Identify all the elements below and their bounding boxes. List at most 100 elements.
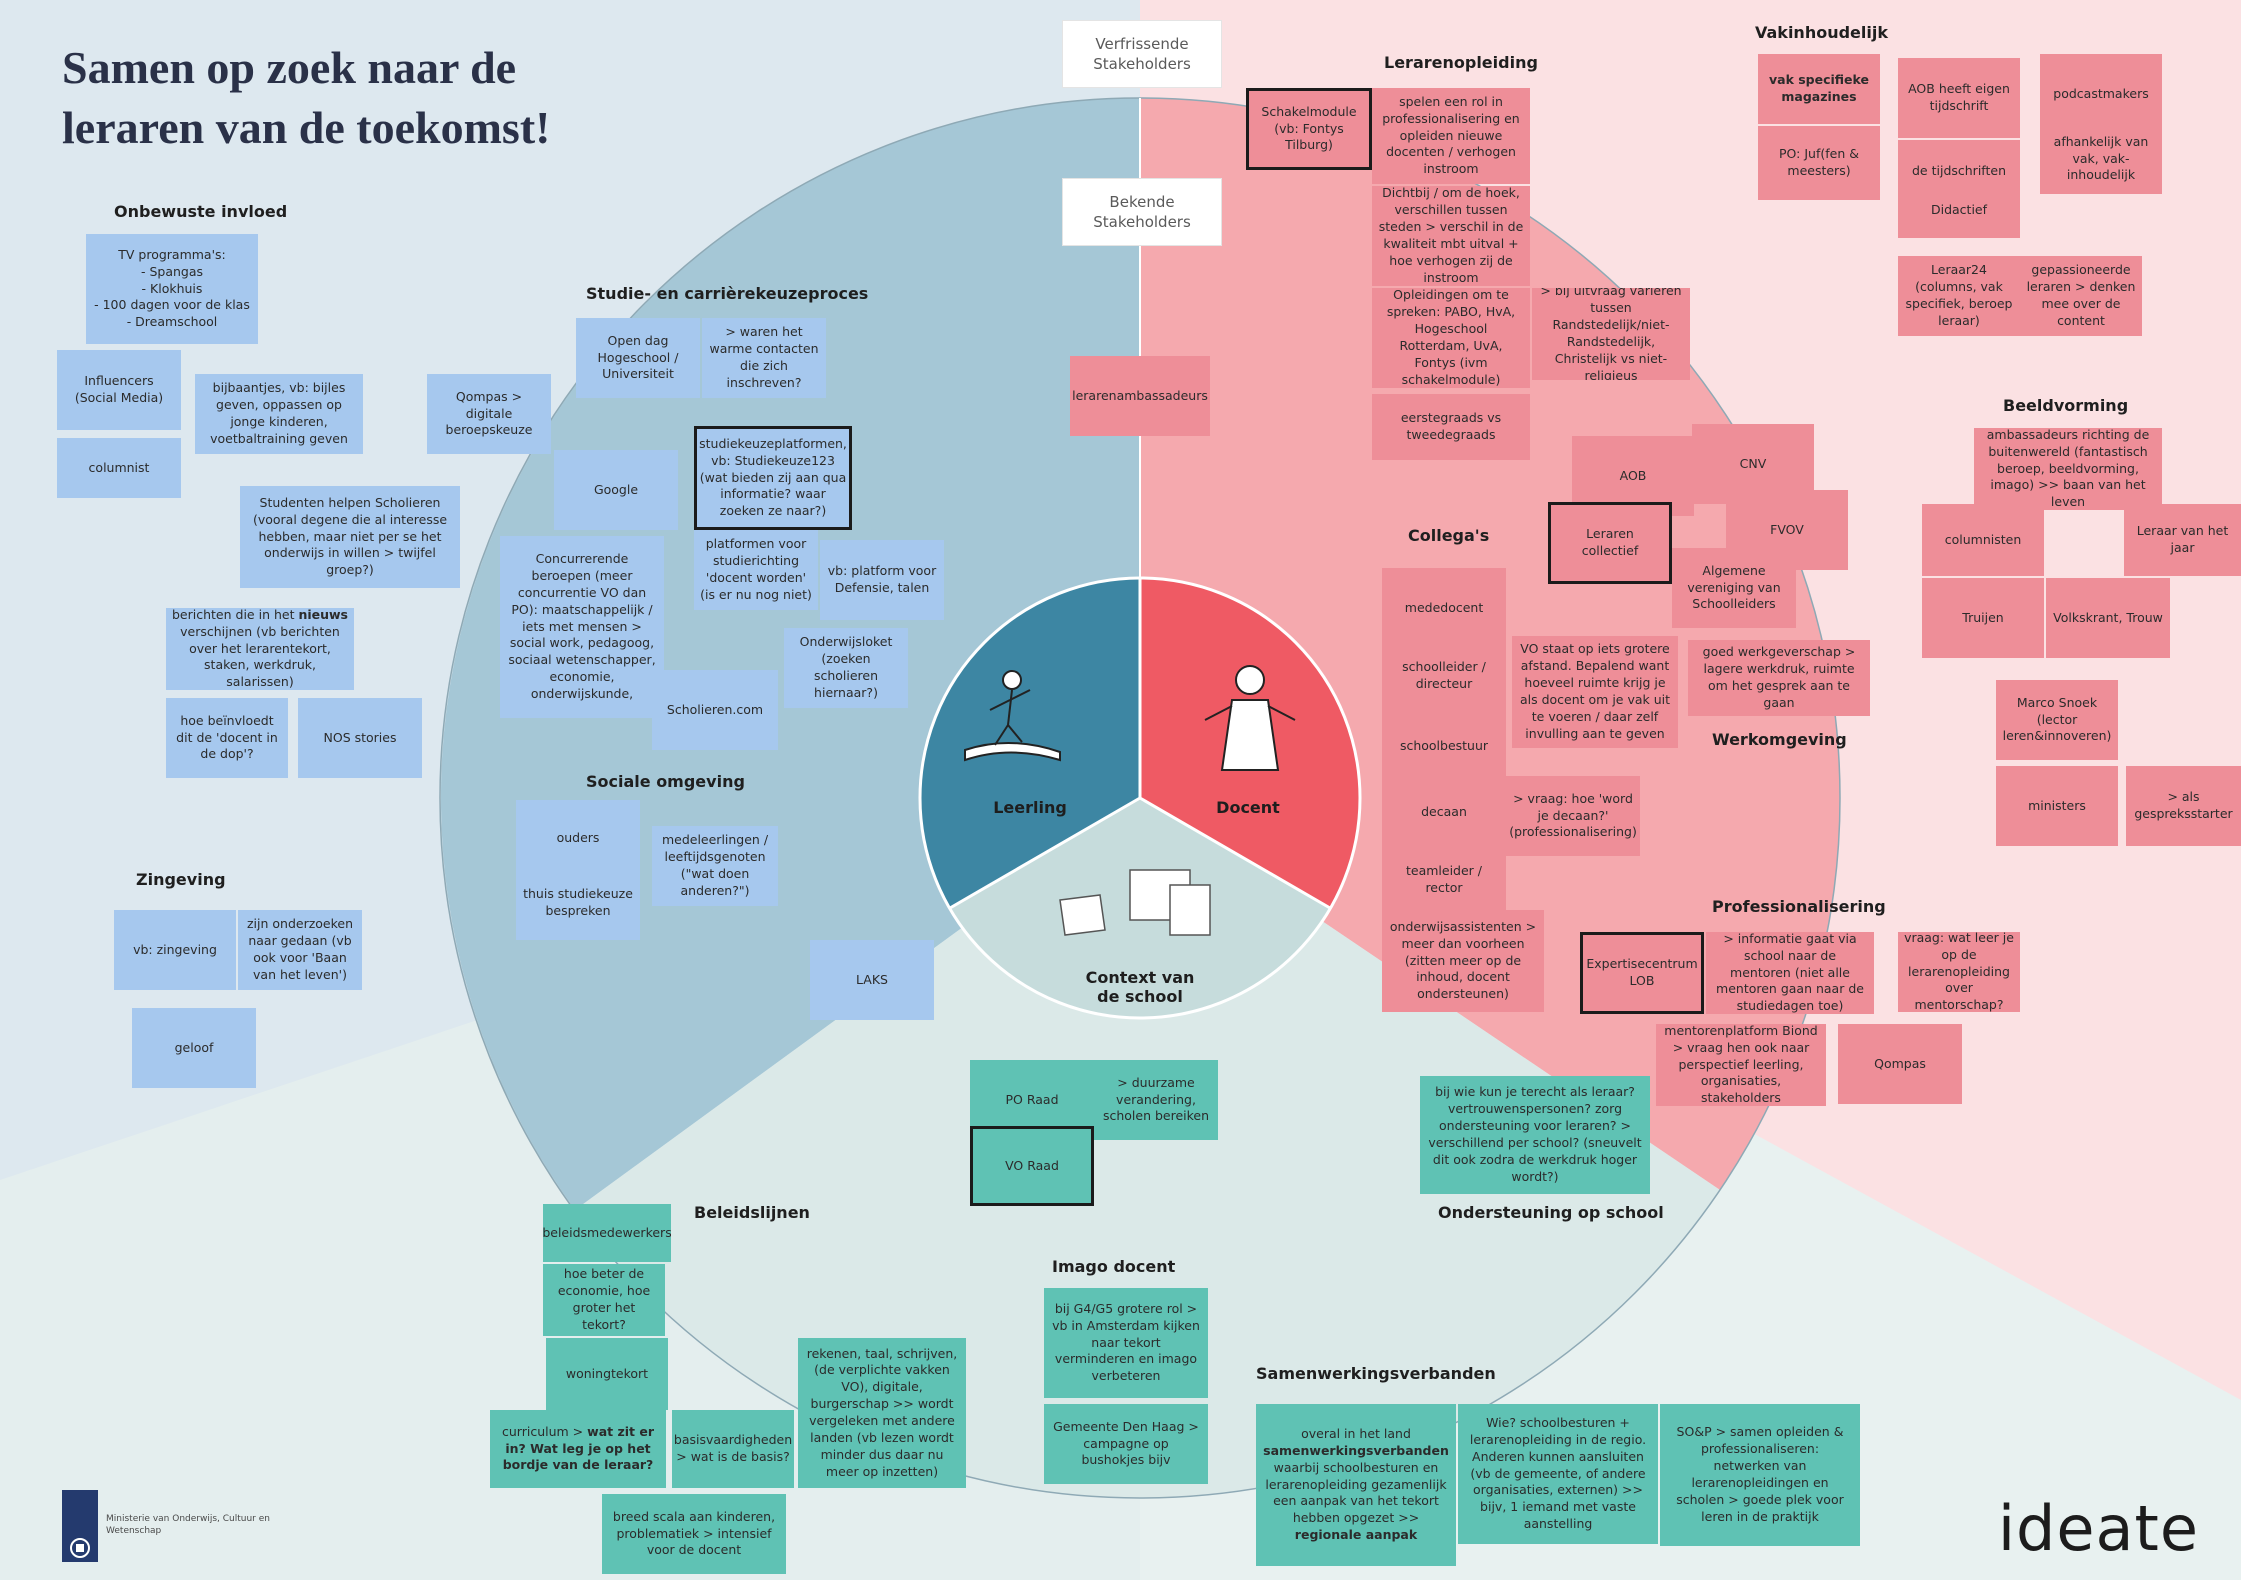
note-podcastmakers[interactable]: podcastmakers xyxy=(2040,54,2162,134)
note-afhankelijk-vak[interactable]: afhankelijk van vak, vak-inhoudelijk xyxy=(2040,124,2162,194)
section-zingeving: Zingeving xyxy=(136,870,226,889)
note-overal-bold2: regionale aanpak xyxy=(1294,1527,1418,1543)
note-schoolleider[interactable]: schoolleider / directeur xyxy=(1382,636,1506,716)
note-truijen[interactable]: Truijen xyxy=(1922,578,2044,658)
note-eerstegraads[interactable]: eerstegraads vs tweedegraads xyxy=(1372,394,1530,460)
student-illustration xyxy=(964,670,1061,762)
note-basisvaardigheden[interactable]: basisvaardigheden > wat is de basis? xyxy=(672,1410,794,1488)
note-wie-schoolbesturen[interactable]: Wie? schoolbesturen + lerarenopleiding i… xyxy=(1458,1404,1658,1544)
note-mentorenplatform-biond[interactable]: mentorenplatform Biond > vraag hen ook n… xyxy=(1656,1024,1826,1106)
note-volkskrant-trouw[interactable]: Volkskrant, Trouw xyxy=(2046,578,2170,658)
note-bijbaantjes[interactable]: bijbaantjes, vb: bijles geven, oppassen … xyxy=(195,374,363,454)
note-qompas-digitale[interactable]: Qompas > digitale beroepskeuze xyxy=(427,374,551,454)
note-thuis-studiekeuze[interactable]: thuis studiekeuze bespreken xyxy=(516,866,640,940)
note-beleidsmedewerkers[interactable]: beleidsmedewerkers xyxy=(543,1204,671,1262)
note-overal-pre: overal in het land xyxy=(1301,1425,1411,1441)
note-scholieren-com[interactable]: Scholieren.com xyxy=(652,670,778,750)
note-qompas[interactable]: Qompas xyxy=(1838,1024,1962,1104)
note-uitvraag-varieren[interactable]: > bij uitvraag varieren tussen Randstede… xyxy=(1532,288,1690,380)
section-beleidslijnen: Beleidslijnen xyxy=(694,1203,810,1222)
note-rekenen-taal[interactable]: rekenen, taal, schrijven, (de verplichte… xyxy=(798,1338,966,1488)
note-aob-tijdschrift[interactable]: AOB heeft eigen tijdschrift xyxy=(1898,58,2020,138)
section-beeldvorming: Beeldvorming xyxy=(2003,396,2129,415)
note-gespreksstarter[interactable]: > als gespreksstarter xyxy=(2126,766,2241,846)
note-studenten-helpen[interactable]: Studenten helpen Scholieren (vooral dege… xyxy=(240,486,460,588)
note-expertisecentrum-lob[interactable]: Expertisecentrum LOB xyxy=(1580,932,1704,1014)
note-platformen-docent[interactable]: platformen voor studierichting 'docent w… xyxy=(694,530,818,610)
note-overal-bold1: samenwerkingsverbanden xyxy=(1263,1442,1449,1458)
note-marco-snoek[interactable]: Marco Snoek (lector leren&innoveren) xyxy=(1996,680,2118,760)
note-leraren-collectief[interactable]: Leraren collectief xyxy=(1548,502,1672,584)
section-onbewuste-invloed: Onbewuste invloed xyxy=(114,202,288,221)
note-vraag-decaan[interactable]: > vraag: hoe 'word je decaan?' (professi… xyxy=(1506,776,1640,856)
note-algemene-vereniging[interactable]: Algemene vereniging van Schoolleiders xyxy=(1672,548,1796,628)
note-leraar-van-het-jaar[interactable]: Leraar van het jaar xyxy=(2124,504,2241,576)
note-curriculum[interactable]: curriculum > wat zit er in? Wat leg je o… xyxy=(490,1410,666,1488)
note-vo-raad[interactable]: VO Raad xyxy=(970,1126,1094,1206)
note-nos-stories[interactable]: NOS stories xyxy=(298,698,422,778)
note-didactief[interactable]: Didactief xyxy=(1898,182,2020,238)
note-studiekeuzeplatformen[interactable]: studiekeuzeplatformen, vb: Studiekeuze12… xyxy=(694,426,852,530)
core-label-docent: Docent xyxy=(1216,798,1280,817)
core-label-context: Context van de school xyxy=(1085,968,1195,1006)
note-gemeente-den-haag[interactable]: Gemeente Den Haag > campagne op bushokje… xyxy=(1044,1404,1208,1484)
note-bij-wie-terecht[interactable]: bij wie kun je terecht als leraar? vertr… xyxy=(1420,1076,1650,1194)
note-platform-defensie[interactable]: vb: platform voor Defensie, talen xyxy=(820,540,944,620)
note-google[interactable]: Google xyxy=(554,450,678,530)
section-studie-keuze: Studie- en carrièrekeuzeproces xyxy=(586,284,869,303)
note-influencers[interactable]: Influencers (Social Media) xyxy=(57,350,181,430)
note-open-dag[interactable]: Open dag Hogeschool / Universiteit xyxy=(576,318,700,398)
note-concurrerende-beroepen[interactable]: Concurrerende beroepen (meer concurrenti… xyxy=(500,536,664,718)
note-ministers[interactable]: ministers xyxy=(1996,766,2118,846)
note-tv-programmas[interactable]: TV programma's: - Spangas - Klokhuis - 1… xyxy=(86,234,258,344)
school-context-illustration xyxy=(1059,869,1211,936)
note-breed-scala[interactable]: breed scala aan kinderen, problematiek >… xyxy=(602,1494,786,1574)
note-curriculum-pre: curriculum > xyxy=(502,1423,588,1439)
note-zijn-onderzoeken[interactable]: zijn onderzoeken naar gedaan (vb ook voo… xyxy=(238,910,362,990)
note-mededocent[interactable]: mededocent xyxy=(1382,568,1506,648)
note-laks[interactable]: LAKS xyxy=(810,940,934,1020)
section-imago-docent: Imago docent xyxy=(1052,1257,1176,1276)
note-overal-in-het-land[interactable]: overal in het land samenwerkingsverbande… xyxy=(1256,1404,1456,1566)
note-berichten-nieuws[interactable]: berichten die in het nieuws verschijnen … xyxy=(166,608,354,690)
note-vo-staat[interactable]: VO staat op iets grotere afstand. Bepale… xyxy=(1512,636,1678,748)
note-columnisten[interactable]: columnisten xyxy=(1922,504,2044,576)
note-gepassioneerde[interactable]: gepassioneerde leraren > denken mee over… xyxy=(2020,256,2142,336)
note-soap[interactable]: SO&P > samen opleiden & professionaliser… xyxy=(1660,1404,1860,1546)
note-vraag-mentorschap[interactable]: vraag: wat leer je op de lerarenopleidin… xyxy=(1898,932,2020,1012)
note-vb-zingeving[interactable]: vb: zingeving xyxy=(114,910,236,990)
note-duurzame-verandering[interactable]: > duurzame verandering, scholen bereiken xyxy=(1094,1060,1218,1140)
note-onderwijsloket[interactable]: Onderwijsloket (zoeken scholieren hierna… xyxy=(784,628,908,708)
core-label-leerling: Leerling xyxy=(993,798,1067,817)
section-vakinhoudelijk: Vakinhoudelijk xyxy=(1755,23,1888,42)
section-professionalisering: Professionalisering xyxy=(1712,897,1886,916)
note-warme-contacten[interactable]: > waren het warme contacten die zich ins… xyxy=(702,318,826,398)
note-dichtbij[interactable]: Dichtbij / om de hoek, verschillen tusse… xyxy=(1372,186,1530,286)
note-hoe-beinvloedt[interactable]: hoe beïnvloedt dit de 'docent in de dop'… xyxy=(166,698,288,778)
note-berichten-bold: nieuws xyxy=(298,608,349,622)
note-g4-g5[interactable]: bij G4/G5 grotere rol > vb in Amsterdam … xyxy=(1044,1288,1208,1398)
note-teamleider[interactable]: teamleider / rector xyxy=(1382,840,1506,920)
note-medeleerlingen[interactable]: medeleerlingen / leeftijdsgenoten ("wat … xyxy=(652,826,778,906)
note-opleidingen-spreken[interactable]: Opleidingen om te spreken: PABO, HvA, Ho… xyxy=(1372,288,1530,388)
note-geloof[interactable]: geloof xyxy=(132,1008,256,1088)
note-lerarenambassadeurs[interactable]: lerarenambassadeurs xyxy=(1070,356,1210,436)
note-hoe-beter-economie[interactable]: hoe beter de economie, hoe groter het te… xyxy=(543,1264,665,1336)
note-leraar24[interactable]: Leraar24 (columns, vak specifiek, beroep… xyxy=(1898,256,2020,336)
note-columnist[interactable]: columnist xyxy=(57,438,181,498)
note-po-juf[interactable]: PO: Juf(fen & meesters) xyxy=(1758,126,1880,200)
note-spelen-een-rol[interactable]: spelen een rol in professionalisering en… xyxy=(1372,88,1530,184)
note-ambassadeurs-buitenwereld[interactable]: ambassadeurs richting de buitenwereld (f… xyxy=(1974,428,2162,510)
note-informatie-mentoren[interactable]: > informatie gaat via school naar de men… xyxy=(1706,932,1874,1014)
note-onderwijsassistenten[interactable]: onderwijsassistenten > meer dan voorheen… xyxy=(1382,910,1544,1012)
note-decaan[interactable]: decaan xyxy=(1382,772,1506,852)
section-collegas: Collega's xyxy=(1408,526,1490,545)
note-ouders[interactable]: ouders xyxy=(516,800,640,876)
note-berichten-pre: berichten die in het xyxy=(172,608,299,622)
note-vak-specifieke[interactable]: vak specifieke magazines xyxy=(1758,54,1880,124)
note-woningtekort[interactable]: woningtekort xyxy=(546,1338,668,1410)
ideate-logo: ideate xyxy=(1997,1492,2199,1565)
note-schakelmodule[interactable]: Schakelmodule (vb: Fontys Tilburg) xyxy=(1246,88,1372,170)
note-goed-werkgeverschap[interactable]: goed werkgeverschap > lagere werkdruk, r… xyxy=(1688,640,1870,716)
